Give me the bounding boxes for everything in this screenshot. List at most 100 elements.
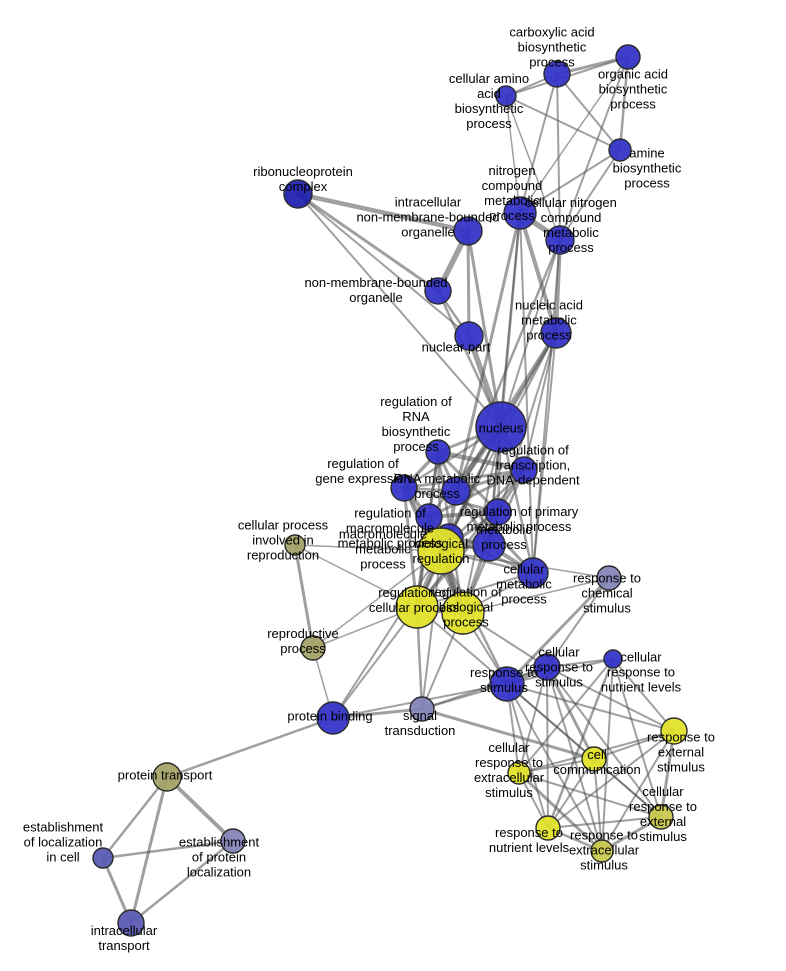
edge-nucleic_acid--nitrogen — [518, 211, 558, 335]
node-label-nuclear_part: nuclear part — [422, 340, 491, 355]
edge-cellular_response_extracellular--response_extracellular — [517, 771, 604, 853]
edge-response_external--response_nutrient — [547, 730, 675, 829]
node-cell_communication[interactable] — [581, 746, 607, 772]
edge-cellular_response_stimulus--signal_transduction — [421, 666, 548, 710]
node-cellular_response_stimulus[interactable] — [533, 653, 561, 681]
edge-ribonucleoprotein--nucleus — [297, 193, 502, 428]
node-cellular_response_external[interactable] — [648, 804, 674, 830]
edge-protein_transport--est_protein_localization — [165, 775, 235, 843]
edge-est_protein_localization--intracellular_transport — [129, 839, 235, 925]
edge-biological_regulation--signal_transduction — [421, 550, 442, 710]
node-metabolic_process[interactable] — [472, 528, 506, 562]
node-response_chemical[interactable] — [596, 565, 622, 591]
node-reg_macromolecule[interactable] — [415, 503, 443, 531]
edge-response_stimulus--response_external — [506, 683, 675, 732]
node-cellular_response_nutrient[interactable] — [603, 649, 623, 669]
node-reg_gene_expr[interactable] — [390, 474, 418, 502]
edge-cellular_response_nutrient--response_nutrient — [546, 657, 615, 830]
edge-cellular_response_nutrient--response_external — [612, 658, 675, 732]
edge-biological_regulation--reproductive — [312, 550, 442, 649]
node-rna_metabolic[interactable] — [441, 476, 471, 506]
edge-reg_transcription--reg_macromolecule — [427, 468, 526, 519]
edge-cellular_amino--nitrogen — [505, 95, 521, 214]
node-reg_rna_biosynth[interactable] — [425, 439, 451, 465]
node-reg_transcription[interactable] — [510, 456, 538, 484]
edge-est_localization_cell--est_protein_localization — [101, 839, 235, 860]
edge-cellular_response_stimulus--response_nutrient — [546, 666, 549, 829]
node-nucleic_acid[interactable] — [540, 317, 572, 349]
node-response_extracellular[interactable] — [590, 839, 614, 863]
node-est_protein_localization[interactable] — [220, 828, 246, 854]
edge-response_stimulus--cellular_response_nutrient — [506, 658, 614, 685]
node-nuclear_part[interactable] — [454, 321, 484, 351]
edge-cellular_response_nutrient--cellular_response_extracellular — [518, 658, 614, 774]
edge-cell_communication--response_nutrient — [547, 758, 595, 829]
node-reg_primary[interactable] — [484, 498, 512, 526]
edge-reg_rna_biosynth--reg_transcription — [435, 449, 527, 473]
edge-cellular_nitrogen--cellular_metabolic — [532, 239, 561, 574]
edge-carboxylic--nitrogen — [519, 73, 558, 214]
edge-reg_cellular--cpir — [294, 544, 418, 608]
node-cellular_nitrogen[interactable] — [545, 225, 575, 255]
edge-cellular_response_extracellular--cellular_response_external — [518, 772, 662, 818]
edge-response_chemical--reg_biological — [462, 577, 610, 614]
node-response_stimulus[interactable] — [489, 666, 525, 702]
node-nucleus[interactable] — [475, 401, 527, 453]
node-intracellular_transport[interactable] — [117, 909, 145, 937]
edge-reg_rna_biosynth--reg_primary — [436, 450, 500, 514]
node-amine[interactable] — [608, 138, 632, 162]
edge-cellular_amino--cellular_nitrogen — [505, 95, 561, 241]
edge-cellular_response_stimulus--cell_communication — [545, 665, 596, 761]
node-cellular_metabolic[interactable] — [517, 557, 549, 589]
node-nitrogen[interactable] — [503, 196, 537, 230]
node-nmbo[interactable] — [424, 277, 452, 305]
node-signal_transduction[interactable] — [409, 696, 435, 722]
node-intracellular_nmbo[interactable] — [453, 216, 483, 246]
node-reg_cellular[interactable] — [395, 585, 439, 629]
node-protein_binding[interactable] — [316, 701, 350, 735]
node-response_external[interactable] — [660, 717, 688, 745]
node-response_nutrient[interactable] — [535, 815, 561, 841]
node-organic[interactable] — [615, 44, 641, 70]
node-cpir[interactable] — [284, 534, 306, 556]
edge-response_external--cellular_response_external — [659, 729, 676, 819]
edge-protein_binding--protein_transport — [165, 716, 335, 779]
node-protein_transport[interactable] — [152, 762, 182, 792]
node-reproductive[interactable] — [300, 635, 326, 661]
node-layer — [92, 44, 688, 937]
edge-organic--cellular_nitrogen — [559, 56, 629, 241]
edge-layer — [101, 55, 676, 925]
edge-biological_regulation--protein_binding — [332, 550, 442, 719]
node-ribonucleoprotein[interactable] — [283, 179, 313, 209]
edge-cellular_response_stimulus--cellular_response_extracellular — [518, 666, 548, 774]
node-biological_regulation[interactable] — [417, 527, 465, 575]
node-cellular_response_extracellular[interactable] — [507, 761, 531, 785]
node-est_localization_cell[interactable] — [92, 847, 114, 869]
edge-protein_transport--intracellular_transport — [129, 775, 169, 925]
node-label-protein_transport: protein transport — [118, 768, 213, 783]
node-carboxylic[interactable] — [543, 60, 571, 88]
edge-organic--amine — [618, 55, 630, 152]
edge-response_nutrient--cellular_response_external — [547, 816, 662, 829]
node-reg_biological[interactable] — [441, 591, 485, 635]
node-cellular_amino[interactable] — [495, 85, 517, 107]
